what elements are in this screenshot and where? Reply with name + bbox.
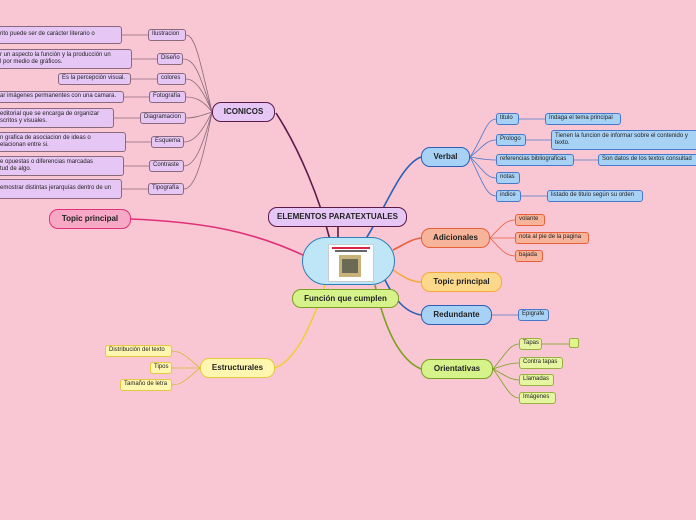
tipos-node[interactable]: Tipos <box>150 362 172 374</box>
ilustracion-node[interactable]: Ilustracion <box>148 29 186 41</box>
tapas-node[interactable]: Tapas <box>519 338 542 350</box>
tamano-letra-node[interactable]: Tamaño de letra <box>120 379 172 391</box>
tipografia-desc[interactable]: emostrar distintas jerarquías dentro de … <box>0 179 122 199</box>
adicionales-node[interactable]: Adicionales <box>421 228 490 248</box>
tipografia-node[interactable]: Tipografía <box>148 183 184 195</box>
epigrafe-node[interactable]: Epigrafe <box>518 309 549 321</box>
colores-desc[interactable]: Es la percepción visual. <box>58 73 131 85</box>
ilustracion-desc[interactable]: rito puede ser de carácter literario o <box>0 26 122 44</box>
prologo-node[interactable]: Prologo <box>496 134 526 146</box>
volante-node[interactable]: volante <box>515 214 545 226</box>
referencias-node[interactable]: referencias bibliograficas <box>496 154 574 166</box>
diseno-node[interactable]: Diseño <box>157 53 183 65</box>
llamadas-node[interactable]: Llamadas <box>519 374 554 386</box>
orientativas-node[interactable]: Orientativas <box>421 359 493 379</box>
titulo-node[interactable]: titulo <box>496 113 519 125</box>
document-thumbnail <box>328 244 374 282</box>
esquema-desc[interactable]: n grafica de asociacion de ideas o elaci… <box>0 132 126 152</box>
function-node[interactable]: Función que cumplen <box>292 289 399 308</box>
prologo-desc[interactable]: Tienen la funcion de informar sobre el c… <box>551 130 696 150</box>
imagenes-node[interactable]: Imágenes <box>519 392 556 404</box>
indice-node[interactable]: indice <box>496 190 521 202</box>
verbal-node[interactable]: Verbal <box>421 147 470 167</box>
central-node[interactable] <box>302 237 395 285</box>
indice-desc[interactable]: listado de titulo según su orden <box>547 190 643 202</box>
iconicos-node[interactable]: ICONICOS <box>212 102 275 122</box>
empty-node[interactable] <box>569 338 579 348</box>
distribucion-node[interactable]: Distribución del texto <box>105 345 172 357</box>
diagramacion-desc[interactable]: editorial que se encarga de organizar sc… <box>0 108 114 128</box>
root-title[interactable]: ELEMENTOS PARATEXTUALES <box>268 207 407 227</box>
contraste-node[interactable]: Contraste <box>149 160 184 172</box>
topic-principal-left[interactable]: Topic principal <box>49 209 131 229</box>
estructurales-node[interactable]: Estructurales <box>200 358 275 378</box>
diagramacion-node[interactable]: Diagramacion <box>140 112 186 124</box>
colores-node[interactable]: colores <box>157 73 186 85</box>
redundante-node[interactable]: Redundante <box>421 305 492 325</box>
esquema-node[interactable]: Esquema <box>151 136 184 148</box>
fotografia-node[interactable]: Fotografía <box>149 91 186 103</box>
contraste-desc[interactable]: e opuestas o diferencias marcadas tud de… <box>0 156 124 176</box>
notas-node[interactable]: notas <box>496 172 520 184</box>
bajada-node[interactable]: bajada <box>515 250 543 262</box>
titulo-desc[interactable]: Indaga el tema principal <box>545 113 621 125</box>
contra-tapas-node[interactable]: Contra tapas <box>519 357 563 369</box>
diseno-desc[interactable]: r un aspecto la función y la producción … <box>0 49 132 69</box>
nota-pie-node[interactable]: nota al pie de la pagina <box>515 232 589 244</box>
topic-principal-right[interactable]: Topic principal <box>421 272 502 292</box>
referencias-desc[interactable]: Son datos de los textos consultad <box>598 154 696 166</box>
fotografia-desc[interactable]: ar imágenes permanentes con una camara. <box>0 91 124 103</box>
